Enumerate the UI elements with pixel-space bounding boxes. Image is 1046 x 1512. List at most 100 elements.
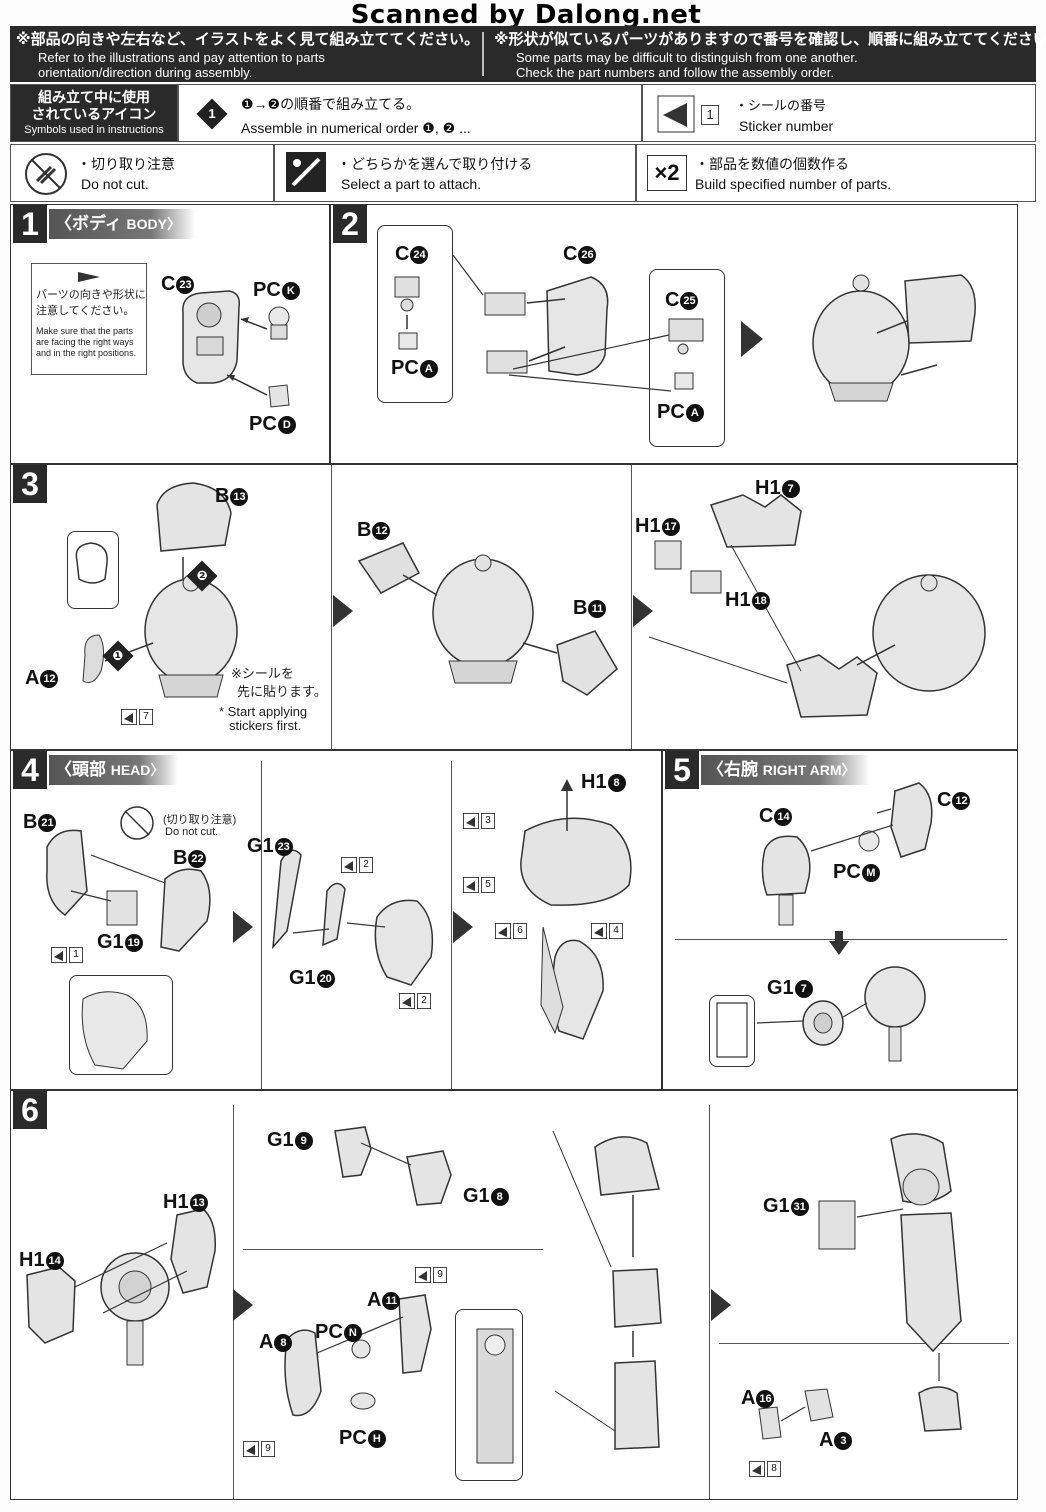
orientation-note-en-1: Make sure that the parts	[36, 326, 134, 336]
sticker-marker: 1	[51, 947, 83, 963]
step-5-title-jp: 〈右腕	[707, 760, 758, 779]
step-4-panel: 4 〈頭部 HEAD〉 (切り取り注意)	[10, 750, 662, 1090]
step-5-title: 〈右腕 RIGHT ARM〉	[701, 755, 870, 785]
sticker-icon	[657, 95, 695, 133]
sticker-marker: 9	[415, 1267, 447, 1283]
sticker-marker: 4	[591, 923, 623, 939]
sticker-marker: 2	[341, 857, 373, 873]
legend-multi-box: ×2 ・部品を数値の個数作る Build specified number of…	[636, 144, 1036, 202]
caution-right-en-2: Check the part numbers and follow the as…	[516, 65, 834, 80]
divider	[451, 761, 452, 1089]
sticker-marker: 8	[749, 1461, 781, 1477]
step-1-number: 1	[13, 205, 47, 243]
sticker-icon	[415, 1267, 431, 1283]
legend-nocut-jp: ・切り取り注意	[77, 156, 175, 172]
sticker-icon	[243, 1441, 259, 1457]
sticker-marker: 7	[121, 709, 153, 725]
order-marker-2: ❷	[186, 560, 218, 592]
step-3-illustration	[75, 482, 986, 718]
sticker-marker: 2	[399, 993, 431, 1009]
step-2-illustration	[394, 254, 976, 402]
step-4-number: 4	[13, 751, 47, 789]
sticker-marker: 9	[243, 1441, 275, 1457]
legend-title-en: Symbols used in instructions	[24, 124, 164, 136]
caution-bar: ※部品の向きや左右など、イラストをよく見て組み立ててください。 Refer to…	[10, 26, 1046, 82]
step-5-illustration	[716, 782, 933, 1062]
step-4-illustration	[46, 779, 632, 1070]
caution-left-jp: ※部品の向きや左右など、イラストをよく見て組み立ててください。	[16, 31, 480, 48]
step-6-illustration	[26, 1126, 962, 1464]
sticker-icon	[51, 947, 67, 963]
legend-title: 組み立て中に使用 されているアイコン Symbols used in instr…	[11, 85, 177, 141]
caution-right-jp: ※形状が似ているパーツがありますので番号を確認し、順番に組み立ててください。	[494, 31, 1046, 48]
caution-separator	[482, 32, 484, 76]
sticker-icon	[495, 923, 511, 939]
step-4-title-en: HEAD〉	[110, 762, 165, 778]
legend-multi-en: Build specified number of parts.	[695, 176, 892, 192]
no-cut-icon	[25, 153, 67, 195]
nocut-note-en: Do not cut.	[165, 826, 219, 838]
sticker-icon	[399, 993, 415, 1009]
order-marker-1: ❶	[102, 640, 134, 672]
step-6-number: 6	[13, 1091, 47, 1129]
legend-select-en: Select a part to attach.	[341, 176, 482, 192]
caution-left: ※部品の向きや左右など、イラストをよく見て組み立ててください。 Refer to…	[10, 26, 480, 82]
legend-select-jp: ・どちらかを選んで取り付ける	[337, 156, 533, 172]
sticker-first-jp-2: 先に貼ります。	[237, 684, 327, 699]
caution-left-en-1: Refer to the illustrations and pay atten…	[38, 50, 325, 65]
step-1-panel: 1 〈ボディ BODY〉 パーツの向きや形状に 注意してください。 Make s…	[10, 204, 330, 464]
orientation-note-en-2: are facing the right ways	[36, 337, 134, 347]
sticker-first-en-2: stickers first.	[229, 718, 302, 733]
sticker-first-en-1: * Start applying	[219, 704, 308, 719]
legend-select-box: ・どちらかを選んで取り付ける Select a part to attach.	[274, 144, 636, 202]
divider	[631, 465, 632, 749]
nocut-note-jp: (切り取り注意)	[163, 814, 237, 826]
select-icon	[286, 152, 326, 192]
divider	[719, 1343, 1009, 1344]
step-1-illustration	[182, 290, 290, 408]
step-1-title: 〈ボディ BODY〉	[49, 209, 195, 239]
multiply-icon: ×2	[647, 155, 687, 191]
icon-legend: 組み立て中に使用 されているアイコン Symbols used in instr…	[10, 84, 1036, 202]
divider	[331, 465, 332, 749]
legend-title-jp-2: されているアイコン	[31, 106, 157, 122]
sticker-first-jp-1: ※シールを	[231, 666, 294, 681]
step-2-number: 2	[333, 205, 367, 243]
legend-title-box: 組み立て中に使用 されているアイコン Symbols used in instr…	[10, 84, 178, 142]
step-5-number: 5	[665, 751, 699, 789]
step-3-number: 3	[13, 465, 47, 503]
legend-order-jp: ❶→❷の順番で組み立てる。	[241, 96, 421, 112]
step-4-title: 〈頭部 HEAD〉	[49, 755, 179, 785]
legend-sticker-sample: 1	[701, 105, 719, 125]
step-6-panel: 6	[10, 1090, 1018, 1500]
